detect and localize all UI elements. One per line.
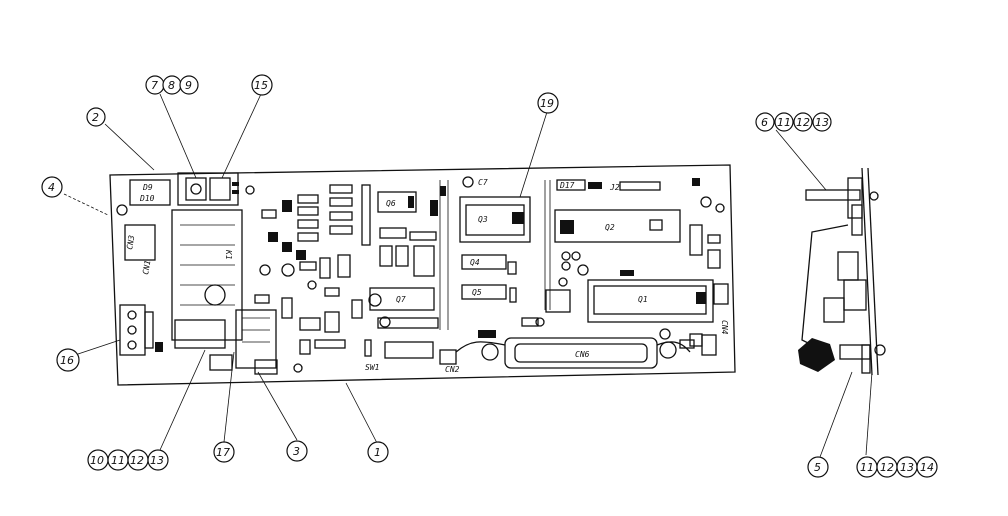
callout-8-label: 8 [168,79,175,92]
chip-q1 [587,279,714,323]
callout-13-a: 13 [147,449,169,471]
terminal-block [119,304,146,356]
callout-16: 16 [56,348,80,372]
connector-cn6 [504,337,658,369]
label-q2: Q2 [605,223,615,232]
callout-7: 7 [145,75,165,95]
callout-10: 10 [87,449,109,471]
chip-q4 [461,254,507,270]
callout-13-b: 13 [812,112,832,132]
chip-q5 [461,284,507,300]
callout-12-c: 12 [876,456,898,478]
callout-11-c: 11 [856,456,878,478]
callout-8: 8 [162,75,182,95]
main-circuit-board: D9 D10 K1 CN3 CN1 [109,164,736,386]
callout-5-label: 5 [814,461,821,474]
callout-12c-label: 12 [880,461,894,474]
callout-11a-label: 11 [111,454,125,467]
callout-15: 15 [251,74,273,96]
label-k1: K1 [224,249,233,260]
label-q6: Q6 [386,199,396,208]
chip-q2 [554,209,681,243]
callout-1: 1 [367,441,389,463]
label-d17: D17 [559,181,575,190]
callout-10-label: 10 [90,454,104,467]
label-cn2: CN2 [445,365,460,374]
leader-lines [63,93,873,458]
label-d9: D9 [142,183,153,192]
callout-6-label: 6 [761,116,768,129]
ic-cluster-center: Q6 Q7 [361,180,457,365]
callout-13b-label: 13 [815,116,829,129]
callout-4-label: 4 [48,181,55,194]
callout-group: 2 7 8 9 15 4 16 10 11 12 13 17 3 1 19 6 … [41,74,938,478]
chip-q3 [459,196,531,243]
callout-2-label: 2 [92,111,99,124]
callout-11-a: 11 [107,449,129,471]
callout-14: 14 [916,456,938,478]
callout-2: 2 [86,107,106,127]
callout-9-label: 9 [185,79,192,92]
callout-11-b: 11 [774,112,794,132]
callout-13a-label: 13 [150,454,164,467]
label-q7: Q7 [396,295,406,304]
label-q1: Q1 [638,295,648,304]
callout-17-label: 17 [216,446,230,459]
label-q5: Q5 [472,288,482,297]
label-c7: C7 [478,178,488,187]
label-q3: Q3 [478,215,488,224]
callout-12b-label: 12 [796,116,810,129]
label-j2: J2 [609,183,620,192]
callout-17: 17 [213,441,235,463]
transformer [235,309,277,369]
callout-12-a: 12 [127,449,149,471]
callout-14-label: 14 [920,461,934,474]
label-q4: Q4 [470,258,480,267]
label-d10: D10 [139,194,155,203]
component-cluster-left [254,184,391,373]
callout-19: 19 [537,92,559,114]
callout-11c-label: 11 [860,461,874,474]
top-connector [177,172,239,206]
mounting-hole [116,204,128,216]
callout-6: 6 [755,112,775,132]
callout-12-b: 12 [793,112,813,132]
bracket-top [805,189,861,201]
callout-5: 5 [807,456,829,478]
label-cn3: CN3 [125,234,136,250]
callout-16-label: 16 [60,354,74,367]
callout-13-c: 13 [896,456,918,478]
label-cn4: CN4 [720,320,729,335]
callout-15-label: 15 [254,79,268,92]
label-sw1: SW1 [365,363,379,372]
callout-1-label: 1 [374,446,381,459]
callout-4: 4 [41,176,63,198]
callout-9: 9 [179,75,199,95]
callout-11b-label: 11 [777,116,791,129]
label-cn6: CN6 [575,350,590,359]
callout-3: 3 [286,440,308,462]
relay-area [171,209,243,341]
diode-block [129,179,171,206]
side-view-assembly [798,167,886,376]
callout-7-label: 7 [151,79,158,92]
callout-13c-label: 13 [900,461,914,474]
callout-19-label: 19 [540,97,554,110]
callout-3-label: 3 [293,445,300,458]
label-cn1: CN1 [141,260,152,276]
callout-12a-label: 12 [130,454,144,467]
